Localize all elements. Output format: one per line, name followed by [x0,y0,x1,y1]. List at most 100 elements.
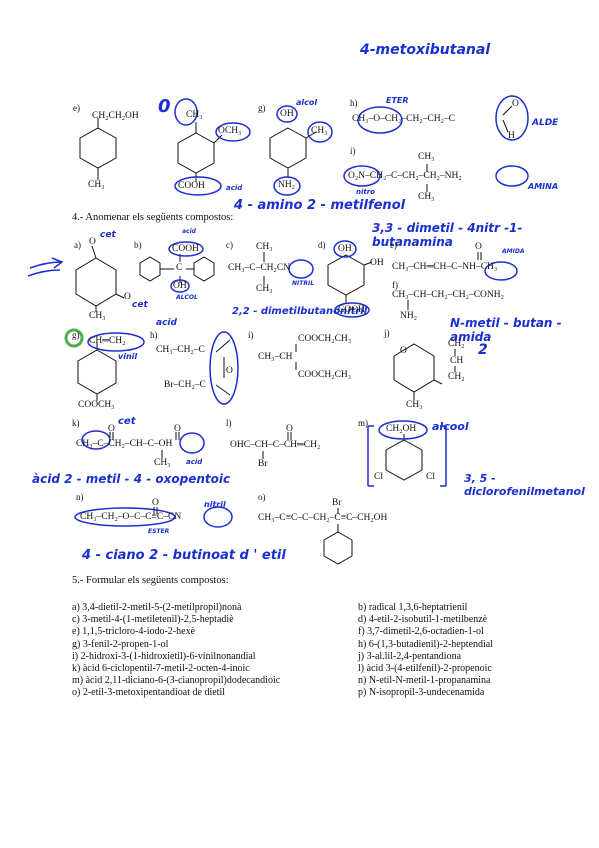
list-item: p) N-isopropil-3-undecenamida [358,687,485,699]
struct-4i-mid: CH₃–CH [258,352,293,362]
label-4a: a) [74,240,81,250]
label-4i: i) [248,330,254,340]
ring-4d [327,254,365,296]
struct-4j-ch3: CH₃ [406,400,423,410]
list-item: e) 1,1,5-tricloro-4-iodo-2-hexè [72,626,196,638]
struct-4d-cooh: COOH [338,305,365,315]
ring-4b-left [139,256,161,282]
mark-4n-ester: ESTER [148,528,170,535]
struct-3f-cooh: COOH [178,181,205,191]
section5-heading: 5.- Formular els següents compostos: [72,575,229,586]
section5-right-list: b) radical 1,3,6-heptatrienil d) 4-etil-… [358,602,588,700]
list-item: a) 3,4-dietil-2-metil-5-(2-metilpropil)n… [72,602,242,613]
label-4c: c) [226,240,233,250]
struct-4n-chain: CH₃–CH₂–O–C–C≡C–CN [80,512,182,522]
label-4l: l) [226,418,232,428]
struct-4o-chain: CH₃–C≡C–C–CH₂–C≡C–CH₂OH [258,513,388,523]
mark-3g-alcol: alcol [296,98,318,107]
ring-4g [77,349,117,395]
label-4g: g) [72,330,80,340]
list-item: j) 3-al.lil-2,4-pentandiona [358,650,462,662]
struct-3g-ch3: CH₃ [311,126,328,136]
top-handwritten-note: 4-metoxibutanal [360,42,491,58]
struct-3g-nh2: NH₂ [278,180,296,190]
list-item: k) àcid 6-ciclopentil-7-metil-2-octen-4-… [72,663,250,675]
list-item: m) àcid 2,11-diciano-6-(3-cianopropil)do… [72,675,281,687]
mark-4e-amida: AMIDA [502,248,525,255]
struct-4k-o2: O [174,424,181,434]
struct-4i-bottom: COOCH₂CH₃ [298,370,352,380]
struct-4c-top: CH₃ [256,242,273,252]
mark-3i-amina: AMINA [528,182,559,191]
mark-4a-cet1: cet [100,230,116,240]
struct-4a-ch3: CH₃ [89,311,106,321]
name-4c: 2,2 - dimetilbutanonitril [232,306,368,317]
struct-4o-br: Br [332,498,342,508]
mark-3f-zero: 0 [158,96,171,117]
struct-3i-chain: O₂N–CH₂–C–CH₂–CH₂–NH₂ [348,171,462,181]
label-4h: h) [150,330,158,340]
label-4f: f) [392,280,398,290]
struct-3f-och3: OCH₃ [218,126,242,136]
struct-4k-o1: O [108,424,115,434]
struct-3h-chain: CH₃–O–CH₂–CH₂–CH₂–C [352,114,455,124]
label-4j: j) [384,328,390,338]
mark-4a-cet2: cet [132,300,148,310]
label-3e: e) [73,103,80,113]
struct-4j-ch: CH [450,356,464,366]
struct-4l-chain: OHC–CH–C–CH═CH₂ [230,440,321,450]
mark-4k-acid: acid [186,458,203,466]
ring-3f [177,132,215,174]
struct-4d-oh1: OH [338,244,352,254]
label-4k: k) [72,418,80,428]
list-item: d) 4-etil-2-isobutil-1-metilbenzè [358,614,488,626]
struct-3i-top: CH₃ [418,152,435,162]
struct-4b-oh: OH [173,281,187,291]
mark-3h-eter: ETER [386,96,409,105]
ring-3e [79,127,117,169]
struct-4a-o2: O [124,292,131,302]
struct-4h-top: CH₃–CH₂–C [156,345,205,355]
struct-4a-o1: O [89,237,96,247]
label-3h: h) [350,98,358,108]
struct-4l-br: Br [258,459,268,469]
list-item: o) 2-etil-3-metoxipentandioat de dietil [72,687,226,699]
struct-4n-o: O [152,498,159,508]
mark-4m-alcool: alcool [432,420,469,433]
name-4m: 3, 5 - diclorofenilmetanol [464,472,585,498]
struct-4c-chain: CH₃–C–CH₂CN [228,263,291,273]
list-item: c) 3-metil-4-(1-metiletenil)-2,5-heptadi… [72,614,234,626]
name-3i: 3,3 - dimetil - 4nitr -1- butanamina [372,221,523,249]
struct-3h-h: H [508,131,515,141]
list-item: g) 3-fenil-2-propen-1-ol [72,638,169,650]
struct-4m-cl1: Cl [374,472,383,482]
struct-4g-vinyl: CH═CH₂ [89,336,126,346]
mark-4c-nitril: NITRIL [292,280,315,287]
list-item: n) N-etil-N-metil-1-propanamina [358,675,491,687]
label-3g: g) [258,103,266,113]
struct-4b-cooh: COOH [172,244,199,254]
label-4o: o) [258,492,266,502]
ring-4o [323,531,353,565]
struct-4f-chain: CH₃–CH–CH₂–CH₂–CONH₂ [392,290,504,300]
struct-4j-ch2: CH₂ [448,339,465,349]
struct-4m-cl2: Cl [426,472,435,482]
name-4k: àcid 2 - metil - 4 - oxopentoic [32,472,231,486]
label-3i: i) [350,146,356,156]
mark-4b-acid: acid [182,228,196,235]
mark-3i-nitro: nitro [356,188,375,196]
ring-4b-right [193,256,215,282]
struct-4f-nh2: NH₂ [400,311,418,321]
section5-left-list: a) 3,4-dietil-2-metil-5-(2-metilpropil)n… [72,602,352,700]
struct-4j-o: O [400,346,407,356]
struct-3e-ch3: CH₃ [88,180,105,190]
struct-4l-o: O [286,424,293,434]
mark-4b-alcol: ALCOL [176,294,198,301]
struct-4b-c: C [176,263,183,273]
list-item: b) radical 1,3,6-heptatrienil [358,602,468,613]
list-item: h) 6-(1,3-butadienil)-2-heptendial [358,638,493,650]
struct-4i-top: COOCH₂CH₃ [298,334,352,344]
struct-3h-o: O [512,99,519,109]
struct-4d-oh2: OH [370,258,384,268]
